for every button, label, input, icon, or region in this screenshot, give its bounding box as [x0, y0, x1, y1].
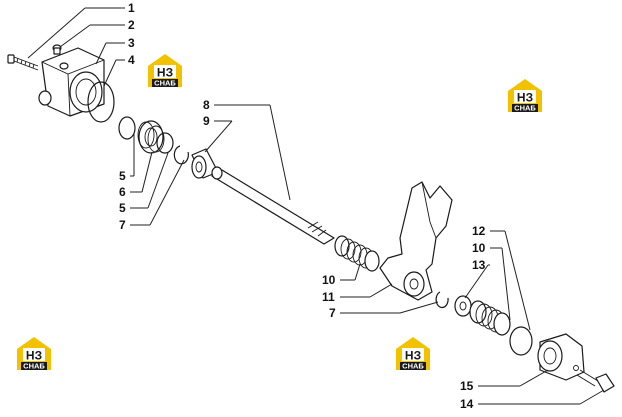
label-14: 14 [460, 397, 474, 411]
part-snapring-7a [173, 145, 189, 165]
part-fork-11 [379, 181, 453, 301]
logo-letters: НЗ [517, 91, 533, 105]
part-washer-13 [454, 295, 472, 317]
label-7-lower: 7 [329, 306, 336, 320]
part-ring-5a [118, 116, 136, 140]
label-7-upper: 7 [119, 218, 126, 232]
label-8: 8 [203, 98, 210, 112]
part-bolt-14 [576, 369, 615, 393]
logo-word: СНАБ [23, 362, 45, 371]
watermark-logo: НЗ СНАБ [508, 79, 542, 113]
part-labels: 1 2 3 4 5 6 5 7 8 9 10 11 7 12 10 13 15 … [119, 1, 486, 411]
label-10-left: 10 [322, 273, 336, 287]
logo-letters: НЗ [26, 349, 42, 363]
label-5-upper: 5 [119, 169, 126, 183]
part-spring-10a [334, 235, 380, 272]
label-1: 1 [128, 1, 135, 15]
part-spring-6 [137, 120, 165, 154]
label-3: 3 [128, 36, 135, 50]
label-12: 12 [472, 224, 486, 238]
part-ring-5b [156, 132, 174, 154]
label-5-lower: 5 [119, 201, 126, 215]
logo-word: СНАБ [154, 79, 176, 88]
watermark-logo: НЗ СНАБ [396, 337, 430, 371]
leader-lines [27, 7, 605, 405]
logo-word: СНАБ [514, 104, 536, 113]
logo-letters: НЗ [157, 66, 173, 80]
label-11: 11 [322, 290, 335, 304]
label-15: 15 [460, 379, 474, 393]
part-oring-4 [87, 81, 115, 123]
label-13: 13 [472, 258, 486, 272]
logo-letters: НЗ [405, 349, 421, 363]
logo-word: СНАБ [402, 362, 424, 371]
part-shaft-8 [211, 166, 335, 245]
part-cover-15 [537, 333, 585, 381]
watermark-logo: НЗ СНАБ [17, 337, 51, 371]
label-4: 4 [128, 53, 135, 67]
part-oring-12 [509, 326, 533, 356]
label-2: 2 [128, 18, 135, 32]
part-bolt-1 [7, 54, 39, 71]
watermark-logo: НЗ СНАБ [148, 54, 182, 88]
part-snapring-7b [435, 291, 449, 309]
part-spring-10b [469, 300, 511, 336]
part-housing-3 [38, 47, 105, 117]
part-screw-2 [52, 44, 62, 55]
label-6: 6 [119, 185, 126, 199]
label-10-right: 10 [472, 241, 486, 255]
label-9: 9 [203, 114, 210, 128]
